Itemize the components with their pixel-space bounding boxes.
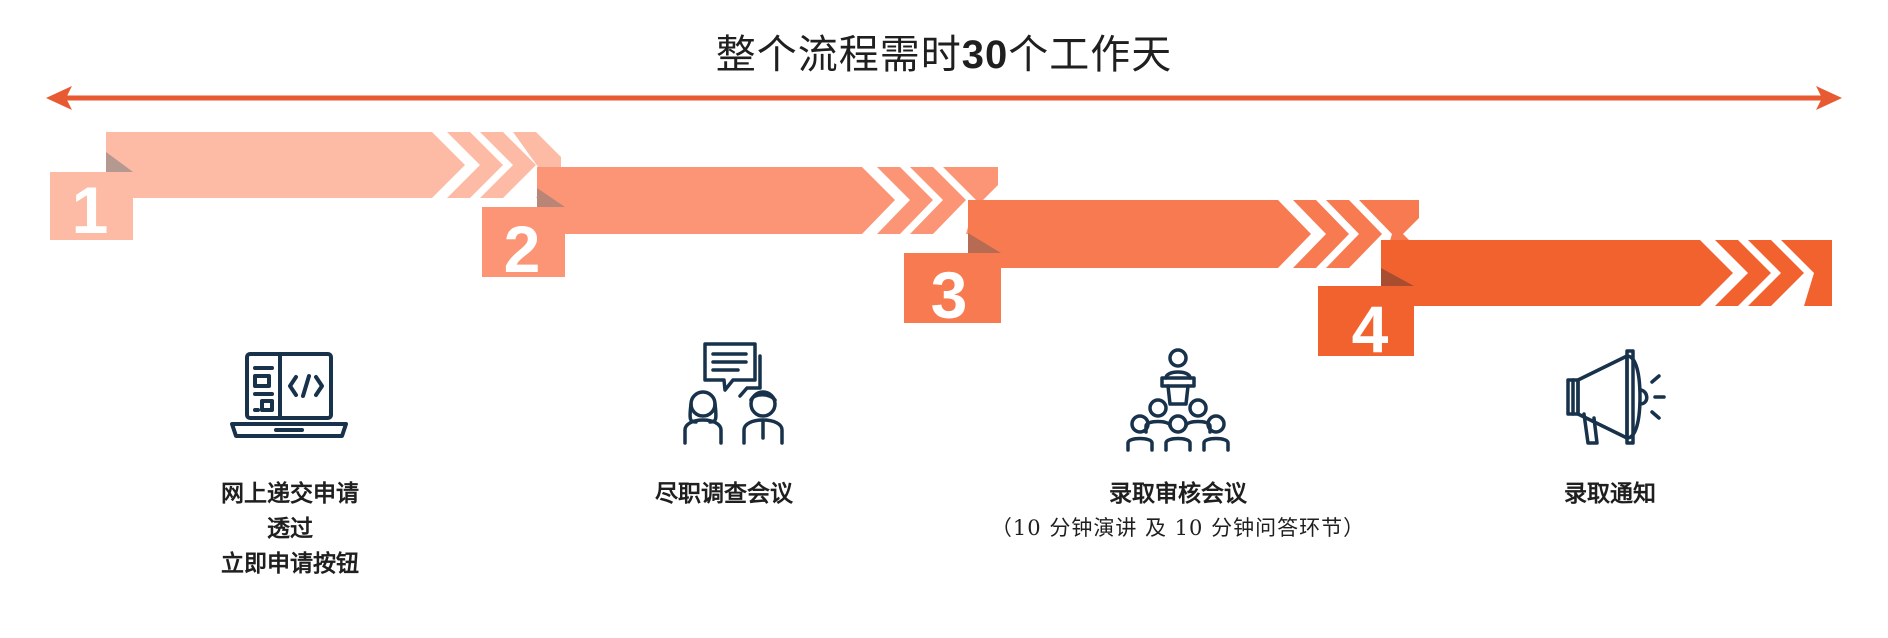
title-number: 30 (961, 33, 1009, 77)
step-1-line-3: 立即申请按钮 (221, 550, 359, 577)
megaphone-icon (1566, 349, 1666, 445)
step-4-line-1: 录取通知 (1564, 480, 1656, 507)
laptop-code-icon (230, 352, 348, 438)
step-band-1 (50, 132, 561, 240)
step-band-3 (904, 200, 1419, 323)
step-band-2 (482, 167, 998, 277)
step-label-1: 网上递交申请 透过 立即申请按钮 (170, 476, 410, 581)
page-title: 整个流程需时30个工作天 (0, 22, 1888, 80)
step-number-4: 4 (1352, 292, 1389, 366)
step-number-3: 3 (931, 258, 968, 332)
step-label-4: 录取通知 (1490, 476, 1730, 511)
step-2-line-1: 尽职调查会议 (655, 480, 793, 507)
duration-arrow (46, 86, 1842, 110)
step-1-line-2: 透过 (267, 515, 313, 542)
step-1-line-1: 网上递交申请 (221, 480, 359, 507)
step-number-2: 2 (504, 212, 541, 286)
step-3-sub-label: （10 分钟演讲 及 10 分钟问答环节） (990, 516, 1366, 540)
step-label-3: 录取审核会议 （10 分钟演讲 及 10 分钟问答环节） (938, 476, 1418, 546)
meeting-discussion-icon (683, 342, 784, 445)
title-text-before: 整个流程需时 (715, 32, 962, 78)
title-text-after: 个工作天 (1008, 32, 1173, 78)
presentation-audience-icon (1126, 348, 1230, 452)
step-label-2: 尽职调查会议 (604, 476, 844, 511)
step-3-line-1: 录取审核会议 (1109, 480, 1247, 507)
step-band-4 (1318, 240, 1832, 356)
step-number-1: 1 (72, 173, 109, 247)
